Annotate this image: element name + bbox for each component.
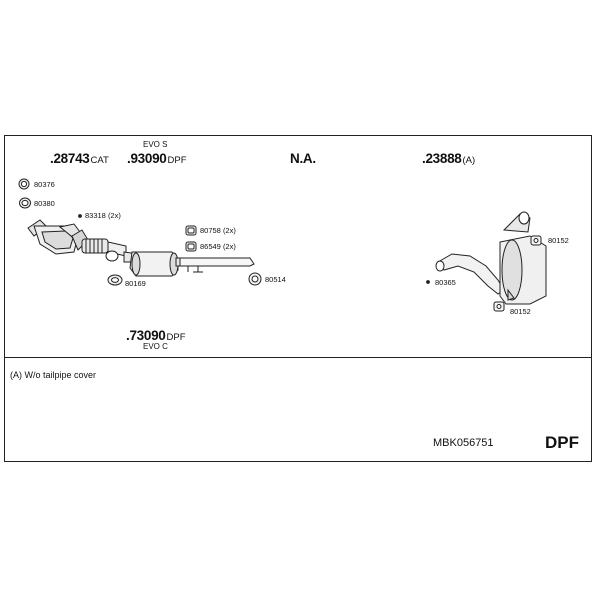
part-label-80152-top: 80152 <box>548 236 569 245</box>
hanger-80152-bottom-icon <box>493 301 505 312</box>
part-label-80380: 80380 <box>34 199 55 208</box>
part-label-80376: 80376 <box>34 180 55 189</box>
variant-evo-s: EVO S <box>143 140 168 149</box>
part-label-86549: 86549 (2x) <box>200 242 236 251</box>
flex-pipe-icon <box>81 238 127 262</box>
part-label-80514: 80514 <box>265 275 286 284</box>
part-label-80758: 80758 (2x) <box>200 226 236 235</box>
group-label-cat: .28743CAT <box>50 152 109 166</box>
part-number-cat: .28743 <box>50 151 90 166</box>
part-label-83318: 83318 (2x) <box>85 211 121 220</box>
kit-code: MBK056751 <box>433 437 494 449</box>
group-label-dpf-evo-s: .93090DPF <box>127 152 187 166</box>
hanger-80169-icon <box>107 274 123 286</box>
group-label-dpf-evo-c: .73090DPF <box>126 329 186 343</box>
diagram-frame <box>4 135 592 462</box>
group-label-na: N.A. <box>290 152 316 166</box>
hanger-80514-icon <box>248 272 262 286</box>
kit-type: DPF <box>545 433 579 452</box>
part-label-80365: 80365 <box>435 278 456 287</box>
part-number-dpf-evo-s: .93090 <box>127 151 167 166</box>
part-suffix-cat: CAT <box>90 155 109 166</box>
middle-pipe-icon <box>179 257 255 273</box>
ring-gasket-80376-icon <box>18 178 30 190</box>
footnote: (A) W/o tailpipe cover <box>10 370 97 380</box>
catalytic-converter-icon <box>27 219 89 255</box>
part-label-80169: 80169 <box>125 279 146 288</box>
clamp-86549-icon <box>185 241 197 252</box>
part-label-80152-bottom: 80152 <box>510 307 531 316</box>
rear-silencer-icon <box>435 211 547 305</box>
ring-gasket-80380-icon <box>19 197 31 209</box>
part-suffix-dpf-evo-s: DPF <box>167 155 187 166</box>
group-label-silencer: .23888(A) <box>422 152 475 166</box>
part-number-dpf-evo-c: .73090 <box>126 328 166 343</box>
bolt-83318-icon <box>78 214 82 218</box>
variant-evo-c: EVO C <box>143 342 168 351</box>
part-suffix-silencer: (A) <box>462 155 476 166</box>
clamp-80758-icon <box>185 225 197 236</box>
hanger-80365-icon <box>426 280 430 284</box>
hanger-80152-top-icon <box>530 235 542 246</box>
part-number-na: N.A. <box>290 151 316 166</box>
part-number-silencer: .23888 <box>422 151 462 166</box>
part-suffix-dpf-evo-c: DPF <box>166 332 186 343</box>
notes-divider <box>4 357 592 358</box>
dpf-filter-icon <box>123 251 183 277</box>
